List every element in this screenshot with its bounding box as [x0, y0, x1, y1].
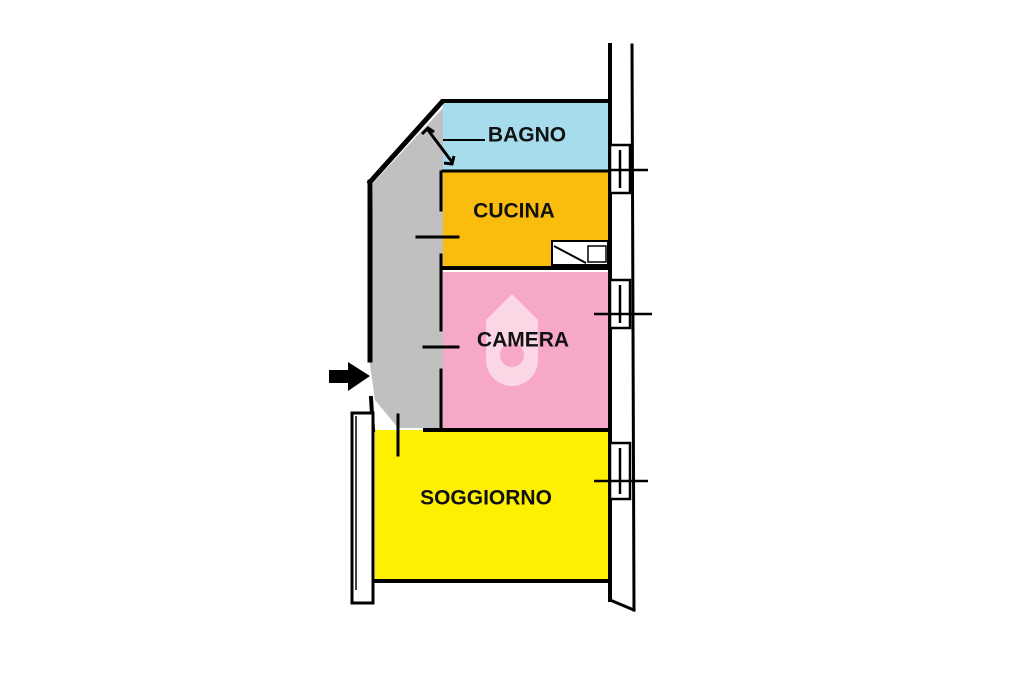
house-drop-icon — [486, 294, 538, 386]
room-soggiorno — [375, 430, 610, 581]
room-label-camera: CAMERA — [477, 329, 569, 352]
bagno-door-swing — [420, 126, 485, 166]
arrow-right-icon — [329, 362, 370, 391]
kitchen-counter-inner — [587, 245, 607, 263]
room-label-cucina: CUCINA — [473, 200, 555, 223]
windows — [594, 143, 652, 501]
room-label-soggiorno: SOGGIORNO — [420, 487, 552, 510]
room-label-bagno: BAGNO — [488, 124, 566, 147]
living-left-wall — [350, 411, 375, 605]
walls — [366, 43, 636, 612]
room-bagno — [443, 101, 610, 171]
corridor-area — [370, 108, 443, 428]
kitchen-counter-line — [553, 245, 587, 264]
